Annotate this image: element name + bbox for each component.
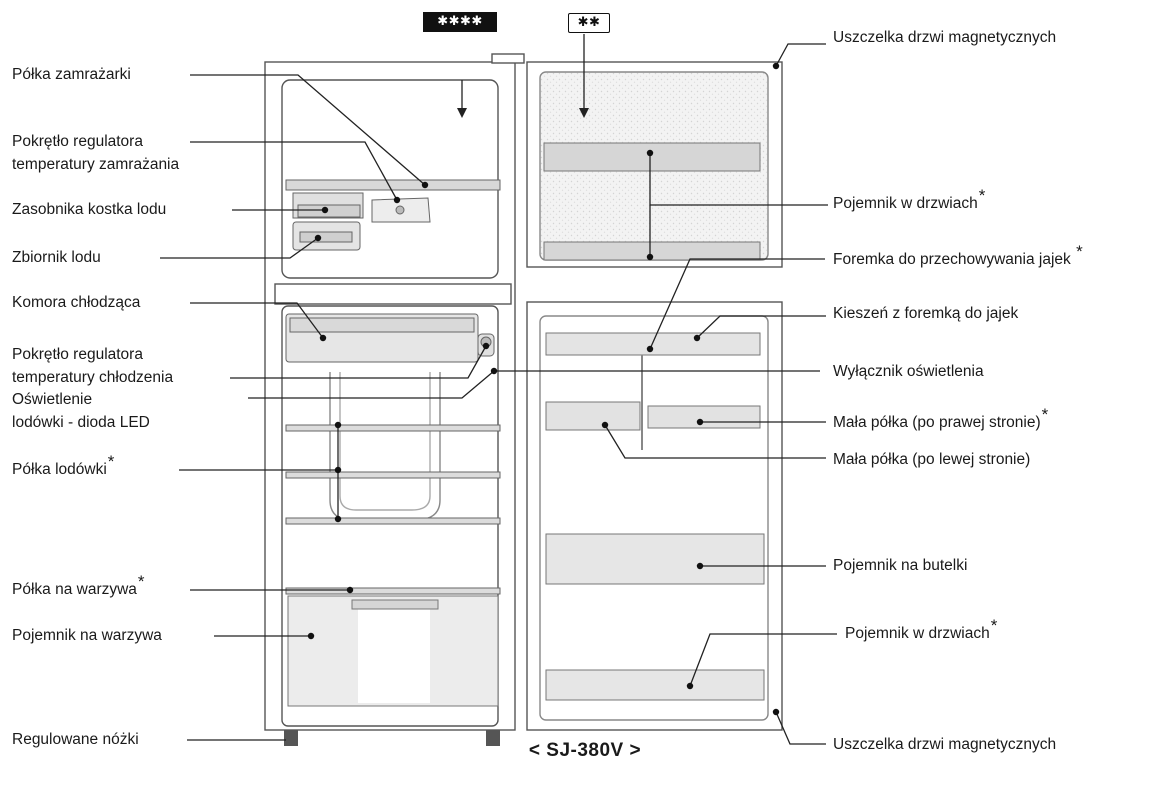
label-door-pocket-top-text: Pojemnik w drzwiach xyxy=(833,195,978,212)
label-small-shelf-right-text: Mała półka (po prawej stronie) xyxy=(833,414,1041,431)
label-freezer-knob-line2: temperatury zamrażania xyxy=(12,156,180,173)
label-fridge-shelf-text: Półka lodówki xyxy=(12,461,107,478)
door-lower xyxy=(526,301,783,731)
label-egg-tray: Foremka do przechowywania jajek * xyxy=(833,242,1083,271)
freezer-shelf xyxy=(285,179,501,191)
label-vegetable-shelf: Półka na warzywa* xyxy=(12,572,145,601)
label-small-shelf-right: Mała półka (po prawej stronie)* xyxy=(833,405,1048,434)
leader-dots xyxy=(307,62,780,716)
label-door-pocket-top: Pojemnik w drzwiach* xyxy=(833,186,985,215)
model-name: < SJ-380V > xyxy=(528,740,642,761)
label-vegetable-crisper: Pojemnik na warzywa xyxy=(12,627,162,644)
label-led-light-line1: Oświetlenie xyxy=(12,391,93,408)
label-egg-pocket: Kieszeń z foremką do jajek xyxy=(833,305,1019,322)
leader-lines xyxy=(160,34,837,745)
label-egg-tray-text: Foremka do przechowywania jajek xyxy=(833,251,1071,268)
label-door-pocket-bottom-text: Pojemnik w drzwiach xyxy=(845,625,990,642)
asterisk: * xyxy=(1041,405,1049,424)
ice-maker xyxy=(292,192,431,251)
asterisk: * xyxy=(137,572,145,591)
asterisk: * xyxy=(107,452,115,471)
label-bottle-pocket: Pojemnik na butelki xyxy=(833,557,968,574)
label-freezer-knob-line1: Pokrętło regulatora xyxy=(12,133,143,150)
label-ice-cube-tray: Zasobnika kostka lodu xyxy=(12,201,167,218)
label-fridge-shelf: Półka lodówki* xyxy=(12,452,114,481)
label-freezer-shelf: Półka zamrażarki xyxy=(12,66,131,83)
label-door-gasket-top: Uszczelka drzwi magnetycznych xyxy=(833,29,1057,46)
label-chill-compartment: Komora chłodząca xyxy=(12,294,141,311)
asterisk: * xyxy=(990,616,998,635)
label-fridge-knob-line1: Pokrętło regulatora xyxy=(12,346,143,363)
adjustable-feet xyxy=(284,730,500,746)
label-ice-bank: Zbiornik lodu xyxy=(12,249,101,266)
fridge-shelves xyxy=(285,424,501,595)
label-small-shelf-left: Mała półka (po lewej stronie) xyxy=(833,451,1031,468)
label-adjustable-feet: Regulowane nóżki xyxy=(12,731,139,748)
asterisk: * xyxy=(1076,242,1083,261)
label-door-gasket-bottom: Uszczelka drzwi magnetycznych xyxy=(833,736,1057,753)
freezer-star-rating-badge: ✱✱✱✱ xyxy=(423,12,497,32)
chill-compartment xyxy=(285,313,495,363)
label-vegetable-shelf-text: Półka na warzywa xyxy=(12,581,137,598)
label-fridge-knob-line2: temperatury chłodzenia xyxy=(12,369,174,386)
label-door-pocket-bottom: Pojemnik w drzwiach* xyxy=(845,616,997,645)
door-star-rating-badge: ✱✱ xyxy=(568,13,610,33)
asterisk: * xyxy=(978,186,986,205)
label-light-switch: Wyłącznik oświetlenia xyxy=(833,363,984,380)
vegetable-crisper xyxy=(287,595,499,707)
fridge-body xyxy=(264,53,525,731)
door-upper xyxy=(526,61,783,268)
label-led-light-line2: lodówki - dioda LED xyxy=(12,414,150,431)
arrowheads xyxy=(457,108,589,118)
